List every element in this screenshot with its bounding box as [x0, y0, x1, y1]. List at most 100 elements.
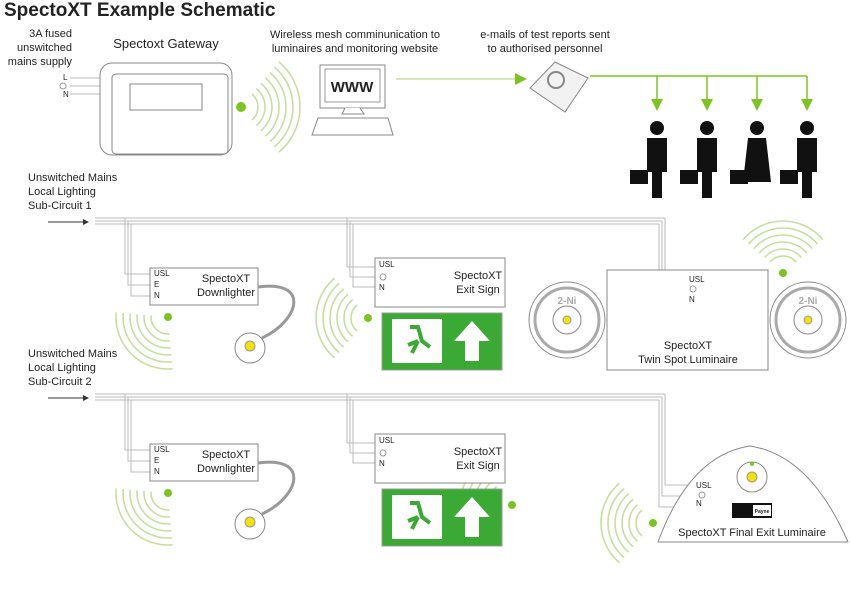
person-head [800, 121, 814, 135]
downlighter-cable [257, 284, 296, 340]
email-line-1: e-mails of test reports sent [480, 29, 610, 41]
final-exit-label: SpectoXT Final Exit Luminaire [678, 527, 826, 539]
gateway-label: Spectoxt Gateway [113, 36, 219, 51]
spot-lamp: 2-Ni [769, 281, 847, 359]
spot-lamp: 2-Ni [528, 281, 606, 359]
wave-arc [600, 482, 621, 564]
wave-arc [747, 227, 819, 245]
exit-sign-label: SpectoXT [454, 446, 503, 458]
circuit-label-line: Sub-Circuit 2 [28, 376, 92, 388]
circuit-label-line: Sub-Circuit 1 [28, 200, 92, 212]
brand-logo-panel [753, 505, 771, 516]
terminal-usl: USL [379, 260, 395, 269]
running-man-figure [407, 325, 432, 354]
twin-spot-label: SpectoXT [664, 340, 713, 352]
terminal-usl: USL [154, 269, 170, 278]
wire [130, 400, 150, 473]
briefcase-icon [680, 170, 698, 184]
wire [130, 224, 150, 297]
downlighter-label: SpectoXT [202, 449, 251, 461]
wire [664, 218, 685, 279]
arrow-up-icon [454, 321, 490, 361]
wave-arc [251, 93, 259, 121]
wireless-node-icon [779, 269, 787, 277]
supply-line-1: 3A fused [29, 28, 72, 40]
wave-arc [322, 282, 340, 354]
earth-icon [379, 449, 387, 457]
wave-arc [607, 487, 625, 559]
wave-arc [269, 71, 287, 143]
terminal-n: N [154, 291, 160, 300]
downlighter-label: Downlighter [197, 463, 255, 475]
downlighter-label: Downlighter [197, 287, 255, 299]
earth-icon [698, 491, 706, 499]
person-body [797, 138, 817, 198]
wave-arc [758, 241, 808, 254]
wave-arc [129, 313, 172, 356]
lamp-icon [244, 516, 256, 528]
briefcase-icon [630, 170, 648, 184]
wave-arc [150, 315, 170, 335]
wire [352, 400, 375, 464]
wire [664, 394, 690, 486]
exit-sign-box [374, 257, 506, 308]
wire [349, 221, 375, 278]
brand-logo-text: Payne [755, 509, 770, 515]
exit-sign-panel [381, 312, 503, 371]
terminal-usl: USL [154, 445, 170, 454]
downlighter-box [149, 443, 259, 482]
wave-arc [136, 490, 171, 525]
terminal-n: N [689, 295, 695, 304]
wire [346, 394, 375, 444]
wave-arc [136, 314, 171, 349]
wave-arc [329, 288, 345, 348]
terminal-n: N [63, 90, 69, 99]
authorised-personnel [630, 121, 817, 198]
wave-arc [614, 493, 630, 553]
wireless-node-icon [649, 519, 657, 527]
wave-arc [350, 304, 358, 332]
briefcase-icon [730, 170, 748, 184]
wave-arc [336, 293, 349, 343]
email: e-mails of test reports sent to authoris… [480, 29, 813, 113]
wave-arc [315, 277, 336, 359]
wire [352, 224, 375, 288]
arrow-up-icon [454, 497, 490, 537]
terminal-e: E [154, 280, 159, 289]
wire [124, 394, 150, 451]
downlighter-box [149, 267, 259, 306]
person-icon [680, 121, 717, 198]
circuit-label-line: Local Lighting [28, 362, 96, 374]
indicator-led [750, 462, 754, 466]
www-text: WWW [331, 79, 374, 96]
person-body [647, 138, 667, 198]
wave-arc [122, 489, 172, 539]
spot-label: 2-Ni [799, 296, 818, 307]
wave-arc [129, 489, 172, 532]
wave-arc [255, 88, 266, 126]
wireless-node-icon [164, 489, 172, 497]
circuit-label-line: Local Lighting [28, 186, 96, 198]
terminal-n: N [696, 499, 702, 508]
lamp-icon [562, 315, 572, 325]
final-exit-dome [657, 445, 849, 543]
wire [127, 397, 150, 462]
spot-label: 2-Ni [558, 296, 577, 307]
wave-arc [115, 488, 173, 546]
lamp-icon [803, 315, 813, 325]
wire [346, 218, 375, 268]
briefcase-icon [780, 170, 798, 184]
person-body [697, 138, 717, 198]
website-line-1: Wireless mesh comminunication to [270, 29, 440, 41]
lamp-icon [244, 340, 256, 352]
exit-sign-label: Exit Sign [456, 460, 499, 472]
person-icon [780, 121, 817, 198]
twin-spot-box [606, 269, 769, 371]
wireless-node-icon [508, 501, 516, 509]
downlighter-cable [257, 460, 296, 516]
person-body [743, 138, 771, 182]
keyboard-icon [311, 117, 394, 136]
